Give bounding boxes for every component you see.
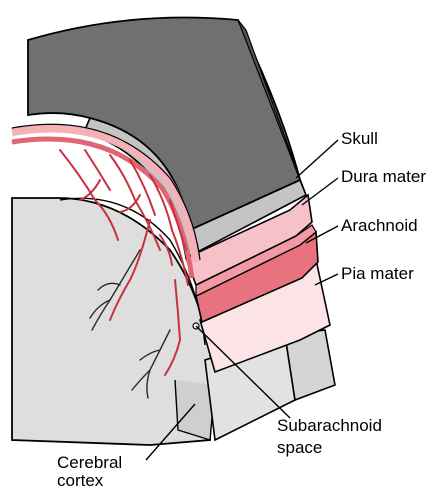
subarachnoid-label-line1: Subarachnoid [277,416,382,436]
cerebral-cortex-label-line2: cortex [57,471,103,491]
skull-label: Skull [341,129,378,149]
pia-mater-label: Pia mater [341,264,414,284]
arachnoid-label: Arachnoid [341,216,418,236]
dura-mater-label: Dura mater [341,167,426,187]
subarachnoid-label-line2: space [277,438,322,458]
cerebral-cortex-label-line1: Cerebral [57,453,122,473]
